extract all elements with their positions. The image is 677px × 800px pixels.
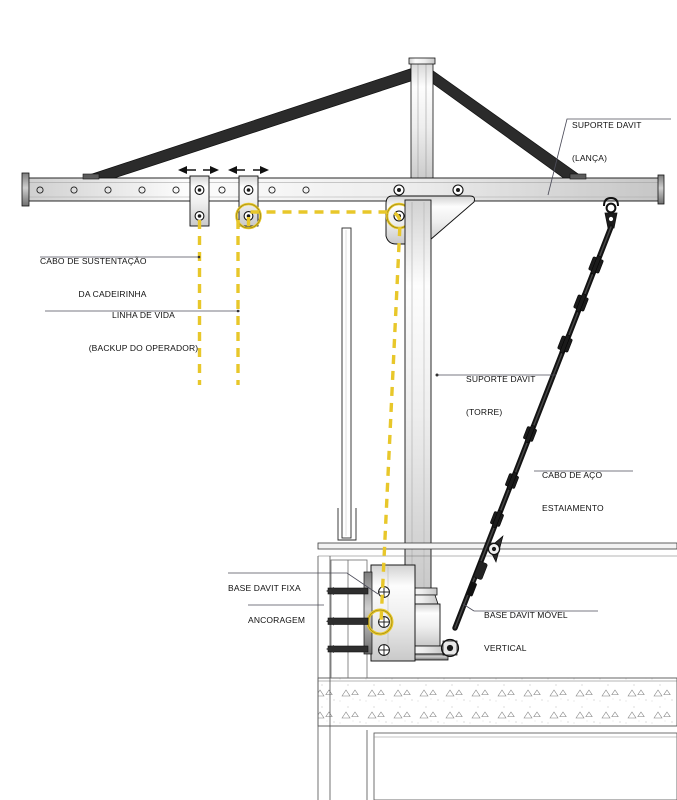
- cable-clamps: [490, 255, 604, 529]
- lifeline-cables: [197, 210, 402, 623]
- annotation-leaders: [40, 118, 671, 612]
- label-line-1: SUPORTE DAVIT: [466, 374, 536, 384]
- label-line-1: CABO DE SUSTENTAÇÃO: [40, 256, 147, 266]
- stay-cable: [440, 224, 614, 658]
- label-ancoragem: ANCORAGEM: [248, 593, 305, 637]
- anchor-bolts: [326, 587, 369, 653]
- concrete-slab: [317, 677, 677, 727]
- vertical-guide-rail: [337, 227, 357, 541]
- anchor-bolt-2: [326, 617, 369, 626]
- leader-base-davit-fixa: [228, 572, 379, 595]
- lower-wall-outlines: [317, 556, 677, 800]
- triangular-truss: [85, 57, 582, 185]
- label-base-davit-fixa: BASE DAVIT FIXA: [228, 561, 301, 605]
- label-suporte-davit-lanca: SUPORTE DAVIT (LANÇA): [572, 98, 642, 175]
- label-base-davit-movel-vertical: BASE DAVIT MÓVEL VERTICAL: [484, 588, 568, 665]
- anchor-bolt-1: [326, 587, 369, 595]
- anchor-bolt-3: [326, 645, 369, 653]
- label-line-1: SUPORTE DAVIT: [572, 120, 642, 130]
- label-line-1: ANCORAGEM: [248, 615, 306, 625]
- label-line-1: BASE DAVIT MÓVEL: [484, 610, 568, 620]
- trolley-hanger-left: [189, 175, 210, 227]
- slide-arrow-left: [178, 166, 219, 174]
- label-line-1: BASE DAVIT FIXA: [228, 583, 301, 593]
- label-line-2: VERTICAL: [484, 643, 527, 653]
- turnbuckle: [466, 535, 504, 597]
- shackle-hook: [603, 196, 619, 229]
- slide-arrow-right: [228, 166, 269, 174]
- label-line-2: (LANÇA): [572, 153, 608, 163]
- label-suporte-davit-torre: SUPORTE DAVIT (TORRE): [466, 352, 536, 429]
- leader-suporte-davit-lanca: [547, 118, 671, 196]
- base-davit-fixa-plate: [363, 564, 416, 662]
- label-cabo-de-sustentacao: CABO DE SUSTENTAÇÃO DA CADEIRINHA: [40, 234, 147, 311]
- label-line-2: (BACKUP DO OPERADOR): [88, 343, 199, 353]
- label-line-1: CABO DE AÇO: [542, 470, 603, 480]
- label-line-2: (TORRE): [466, 407, 503, 417]
- boom-beam: [21, 172, 665, 207]
- label-line-2: ESTAIAMENTO: [542, 503, 604, 513]
- label-cabo-de-aco-estaiamento: CABO DE AÇO ESTAIAMENTO: [542, 448, 604, 525]
- label-linha-de-vida: LINHA DE VIDA (BACKUP DO OPERADOR): [45, 288, 242, 365]
- label-line-2: DA CADEIRINHA: [78, 289, 147, 299]
- label-line-1: LINHA DE VIDA: [112, 310, 175, 320]
- stay-cable-base-connection: [440, 638, 460, 658]
- hoist-cable-dashed: [246, 210, 402, 623]
